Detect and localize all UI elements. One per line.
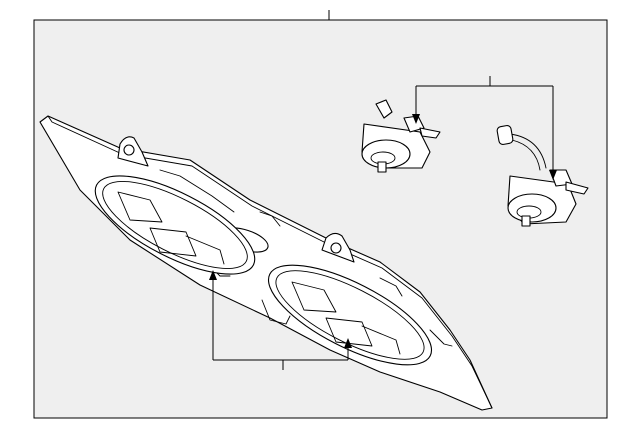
right-fan-motor [496, 125, 589, 227]
fan-left-arrow [209, 270, 217, 280]
motors-callout [412, 76, 557, 180]
motor-right-arrow [549, 170, 557, 180]
fan-right-arrow [344, 338, 352, 348]
right-fan-blade [267, 264, 433, 366]
left-fan-motor [361, 99, 441, 173]
motor-left-arrow [412, 114, 420, 124]
fans-callout [209, 270, 352, 370]
left-fan-blade [94, 175, 256, 275]
